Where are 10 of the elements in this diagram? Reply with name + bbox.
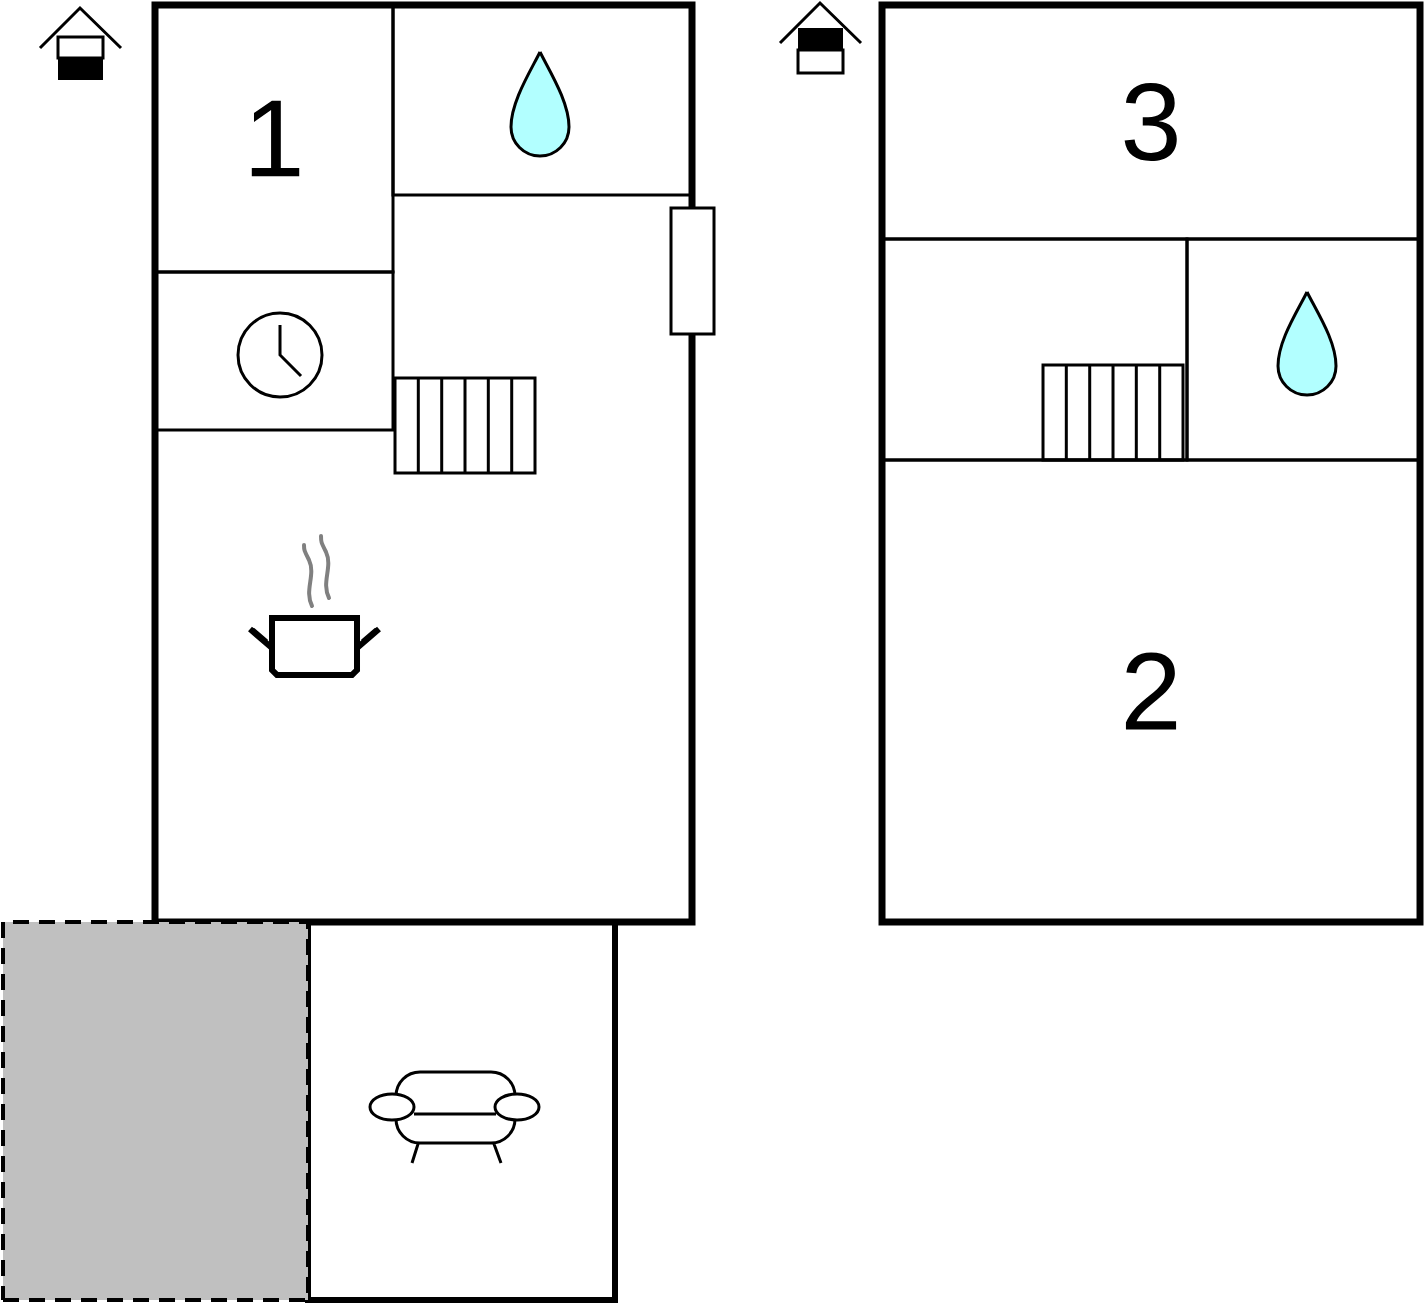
terrace-box [305, 919, 618, 1303]
building-outline [878, 1, 1424, 926]
room-box: 1 [153, 3, 395, 274]
building-outline [151, 1, 696, 926]
window-symbol [669, 206, 716, 336]
room-box [153, 270, 395, 432]
shaded-area [1, 920, 310, 1302]
room-box: 3 [880, 3, 1422, 241]
room-box [391, 3, 694, 197]
room-box: 2 [880, 458, 1422, 924]
